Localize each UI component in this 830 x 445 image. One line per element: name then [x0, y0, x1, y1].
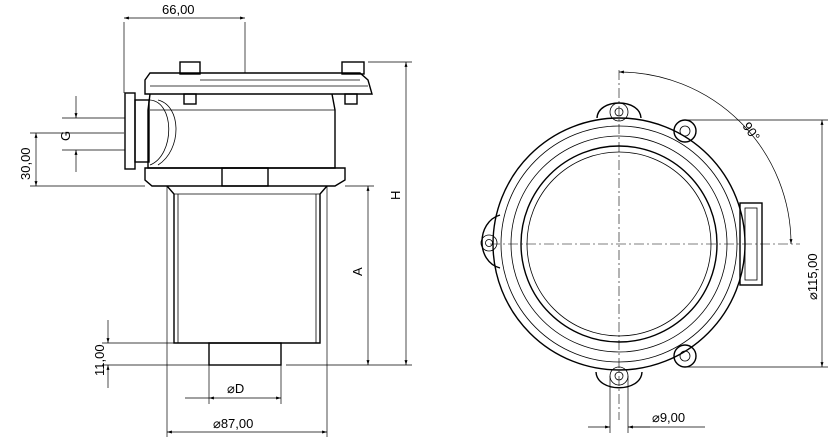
dim-bolt-circle: ⌀115,00 — [805, 253, 820, 300]
mount-flange — [144, 167, 346, 187]
dim-hole-diameter: ⌀9,00 — [652, 410, 685, 425]
dim-body-diameter: ⌀87,00 — [213, 416, 253, 431]
dim-port-label: G — [58, 131, 73, 141]
side-dimensions: 66,00 G 30,00 H A 11,00 ⌀D — [18, 2, 412, 437]
boss-top — [673, 119, 697, 143]
bolt-left — [179, 61, 201, 75]
filter-bowl — [166, 185, 328, 344]
cover-plate — [144, 72, 373, 95]
head-curve — [149, 99, 169, 166]
bolt-right — [341, 61, 365, 75]
dim-port-height: 30,00 — [18, 147, 33, 180]
dim-top-width: 66,00 — [162, 2, 195, 17]
dim-bottom-offset: 11,00 — [92, 344, 107, 376]
dim-outlet-diameter: ⌀D — [227, 381, 244, 396]
ear-bottom — [595, 371, 643, 389]
dim-angle: 90° — [740, 119, 764, 144]
dim-a-label: A — [350, 267, 365, 276]
dim-height-label: H — [388, 191, 403, 200]
angle-arc — [618, 70, 793, 245]
ear-left — [481, 214, 501, 269]
outlet-pipe — [208, 342, 282, 366]
side-view — [124, 61, 373, 366]
port-flange — [124, 92, 136, 170]
